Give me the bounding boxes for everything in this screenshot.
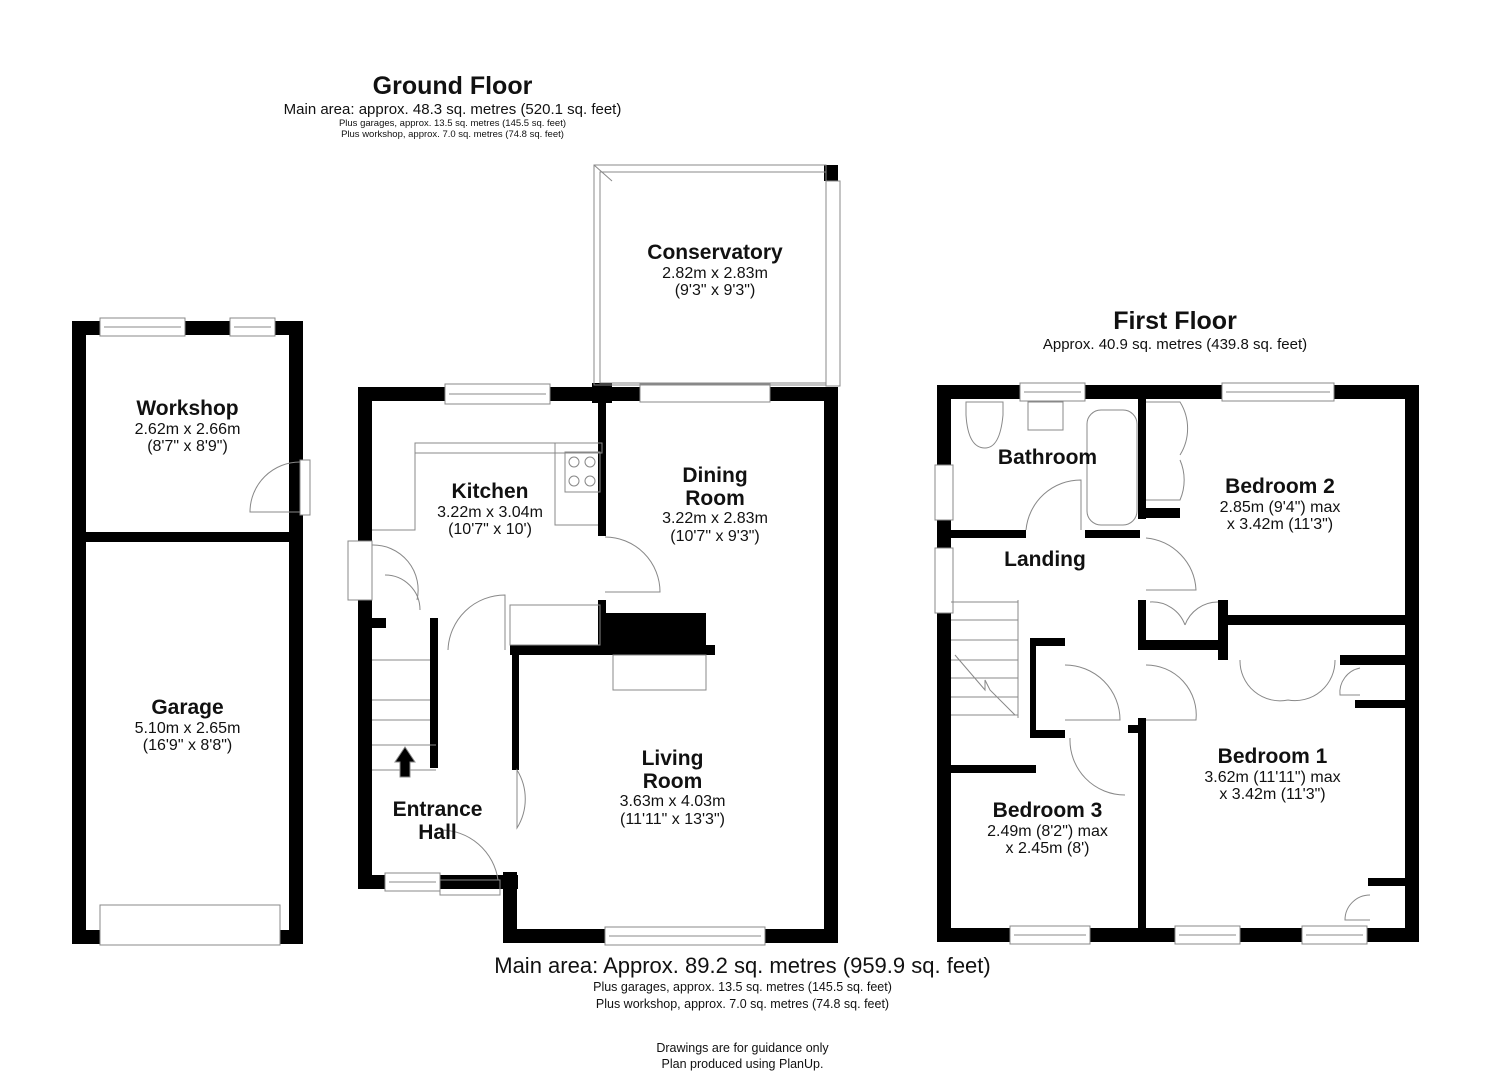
room-label-entrance-hall: Entrance Hall bbox=[375, 798, 500, 844]
first-floor-header: First Floor Approx. 40.9 sq. metres (439… bbox=[1015, 307, 1335, 353]
room-name: Kitchen bbox=[451, 480, 529, 503]
room-name: Living bbox=[641, 747, 704, 770]
room-name: Dining bbox=[682, 464, 748, 487]
total-garages-area: Plus garages, approx. 13.5 sq. metres (1… bbox=[593, 980, 892, 995]
first-floor-area: Approx. 40.9 sq. metres (439.8 sq. feet) bbox=[1042, 335, 1308, 353]
ground-floor-workshop-area: Plus workshop, approx. 7.0 sq. metres (7… bbox=[341, 129, 564, 141]
room-dimensions-metric: 5.10m x 2.65m bbox=[134, 719, 241, 737]
windows bbox=[99, 317, 1368, 946]
room-name-line2: Room bbox=[642, 769, 703, 793]
room-label-bathroom: Bathroom bbox=[975, 446, 1120, 470]
room-dimensions-imperial: (11'11" x 13'3") bbox=[620, 810, 725, 828]
room-dimensions-length: x 2.45m (8') bbox=[1005, 839, 1090, 857]
room-name: Bedroom 3 bbox=[992, 799, 1103, 822]
doors-and-fixtures bbox=[249, 401, 1371, 921]
room-name: Bedroom 1 bbox=[1217, 745, 1328, 768]
room-name-line2: Room bbox=[685, 486, 745, 510]
room-dimensions-metric: 2.62m x 2.66m bbox=[134, 420, 241, 438]
room-dimensions-length: x 3.42m (11'3") bbox=[1219, 785, 1326, 803]
room-dimensions-metric: 3.22m x 3.04m bbox=[437, 503, 543, 521]
total-main-area: Main area: Approx. 89.2 sq. metres (959.… bbox=[494, 953, 991, 978]
credit-text: Plan produced using PlanUp. bbox=[661, 1057, 824, 1072]
ground-floor-header: Ground Floor Main area: approx. 48.3 sq.… bbox=[255, 72, 650, 141]
room-name: Bedroom 2 bbox=[1225, 475, 1335, 498]
room-label-bedroom-2: Bedroom 2 2.85m (9'4") max x 3.42m (11'3… bbox=[1195, 475, 1365, 533]
room-dimensions-metric: 3.22m x 2.83m bbox=[662, 510, 768, 528]
footer-summary: Main area: Approx. 89.2 sq. metres (959.… bbox=[0, 953, 1485, 1072]
room-label-conservatory: Conservatory 2.82m x 2.83m (9'3" x 9'3") bbox=[615, 241, 815, 299]
room-name: Landing bbox=[1004, 548, 1086, 571]
room-dimensions-imperial: (9'3" x 9'3") bbox=[674, 281, 756, 299]
room-label-workshop: Workshop 2.62m x 2.66m (8'7" x 8'9") bbox=[100, 397, 275, 455]
room-dimensions-metric: 3.63m x 4.03m bbox=[619, 793, 726, 811]
room-dimensions-length: x 3.42m (11'3") bbox=[1226, 515, 1334, 533]
room-dimensions-metric: 2.82m x 2.83m bbox=[662, 264, 768, 282]
room-dimensions-width: 2.85m (9'4") max bbox=[1219, 498, 1341, 516]
room-name: Conservatory bbox=[647, 241, 783, 264]
room-label-dining-room: Dining Room 3.22m x 2.83m (10'7" x 9'3") bbox=[625, 464, 805, 545]
room-label-garage: Garage 5.10m x 2.65m (16'9" x 8'8") bbox=[100, 696, 275, 754]
room-label-living-room: Living Room 3.63m x 4.03m (11'11" x 13'3… bbox=[580, 747, 765, 828]
room-name: Bathroom bbox=[997, 446, 1098, 469]
room-label-bedroom-3: Bedroom 3 2.49m (8'2") max x 2.45m (8') bbox=[965, 799, 1130, 857]
room-label-landing: Landing bbox=[985, 548, 1105, 572]
room-name: Entrance bbox=[392, 798, 483, 821]
room-name-line2: Hall bbox=[418, 820, 457, 844]
room-name: Garage bbox=[151, 696, 224, 719]
ground-floor-garages-area: Plus garages, approx. 13.5 sq. metres (1… bbox=[338, 117, 567, 129]
room-dimensions-width: 3.62m (11'11") max bbox=[1204, 768, 1341, 786]
room-dimensions-imperial: (16'9" x 8'8") bbox=[142, 736, 233, 754]
ground-floor-main-area: Main area: approx. 48.3 sq. metres (520.… bbox=[283, 100, 622, 118]
room-label-bedroom-1: Bedroom 1 3.62m (11'11") max x 3.42m (11… bbox=[1185, 745, 1360, 803]
room-label-kitchen: Kitchen 3.22m x 3.04m (10'7" x 10') bbox=[405, 480, 575, 538]
total-workshop-area: Plus workshop, approx. 7.0 sq. metres (7… bbox=[595, 996, 890, 1011]
room-dimensions-imperial: (10'7" x 10') bbox=[448, 520, 532, 538]
ground-floor-title: Ground Floor bbox=[372, 72, 533, 100]
room-dimensions-width: 2.49m (8'2") max bbox=[987, 822, 1108, 840]
room-dimensions-imperial: (10'7" x 9'3") bbox=[670, 527, 760, 545]
first-floor-title: First Floor bbox=[1113, 307, 1237, 335]
conservatory-frame bbox=[593, 164, 841, 387]
room-dimensions-imperial: (8'7" x 8'9") bbox=[147, 437, 228, 455]
disclaimer-text: Drawings are for guidance only bbox=[656, 1040, 829, 1055]
room-name: Workshop bbox=[136, 397, 239, 420]
